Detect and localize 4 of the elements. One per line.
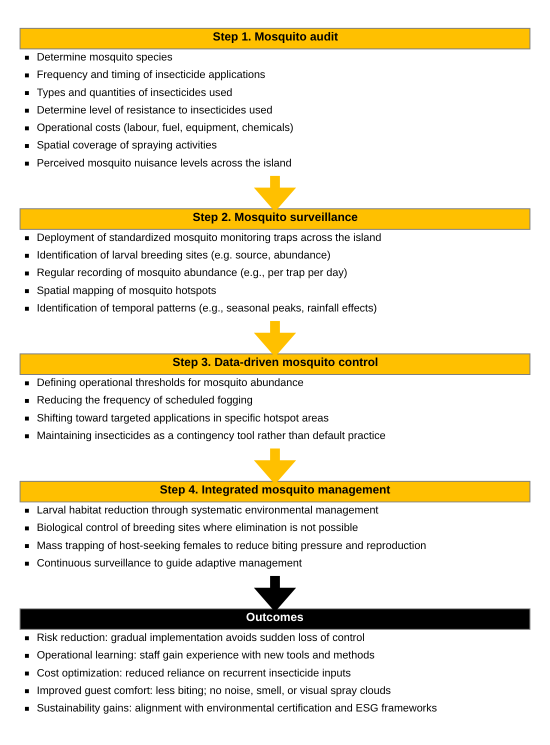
arrow <box>254 448 296 484</box>
arrow <box>254 176 296 212</box>
arrow <box>254 576 296 612</box>
arrow <box>254 321 296 357</box>
